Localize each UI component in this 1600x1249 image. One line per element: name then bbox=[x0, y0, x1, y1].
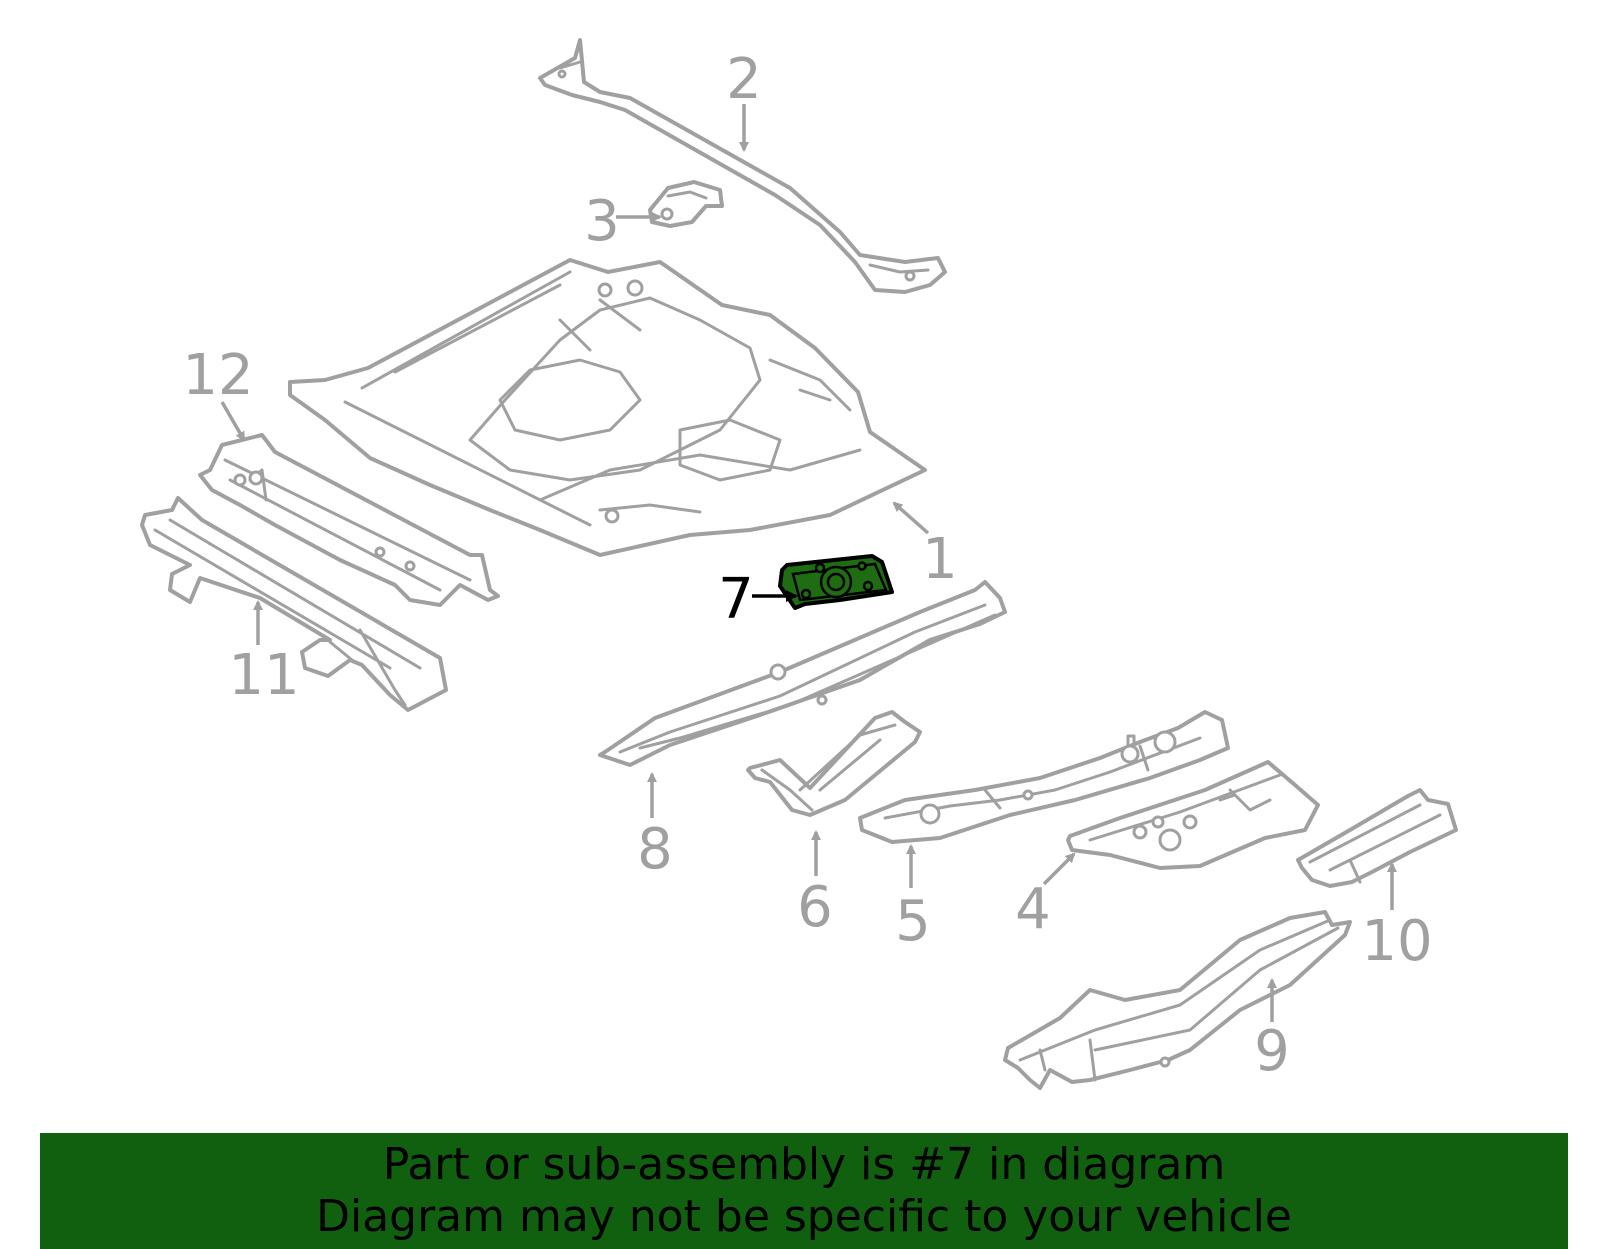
part-6-channel-bracket bbox=[746, 710, 922, 817]
part-7-highlighted-plate bbox=[778, 554, 894, 610]
part-9-lower-rail bbox=[1003, 910, 1352, 1090]
leader-lines bbox=[220, 104, 1397, 1022]
part-3-bracket bbox=[648, 180, 724, 228]
part-12-cross-member bbox=[198, 433, 500, 607]
callout-labels: 2 3 12 1 7 11 8 6 5 4 10 9 bbox=[182, 47, 1432, 1084]
part-8-side-rail bbox=[598, 580, 1007, 767]
callout-9: 9 bbox=[1254, 1019, 1290, 1084]
callout-4: 4 bbox=[1015, 877, 1051, 942]
leader-4 bbox=[1042, 852, 1076, 886]
part-11-rail bbox=[140, 496, 448, 712]
callout-11: 11 bbox=[228, 643, 299, 708]
callout-1: 1 bbox=[922, 527, 958, 592]
part-4-panel bbox=[1066, 760, 1320, 870]
callout-12: 12 bbox=[182, 343, 253, 408]
part-1-floor-pan bbox=[288, 258, 927, 557]
callout-5: 5 bbox=[895, 889, 931, 954]
callout-2: 2 bbox=[726, 47, 762, 112]
part-5-member bbox=[858, 710, 1230, 844]
part-10-rail bbox=[1296, 788, 1458, 888]
leader-1 bbox=[892, 501, 930, 535]
banner-line-disclaimer: Diagram may not be specific to your vehi… bbox=[316, 1191, 1292, 1242]
callout-6: 6 bbox=[797, 875, 833, 940]
banner-line-part: Part or sub-assembly is #7 in diagram bbox=[382, 1139, 1226, 1190]
callout-3: 3 bbox=[584, 189, 620, 254]
callout-7: 7 bbox=[718, 567, 754, 632]
leader-12 bbox=[220, 401, 246, 442]
callout-8: 8 bbox=[637, 817, 673, 882]
callout-10: 10 bbox=[1361, 909, 1432, 974]
part-2-brace bbox=[538, 38, 947, 294]
info-banner: Part or sub-assembly is #7 in diagram Di… bbox=[40, 1133, 1568, 1249]
